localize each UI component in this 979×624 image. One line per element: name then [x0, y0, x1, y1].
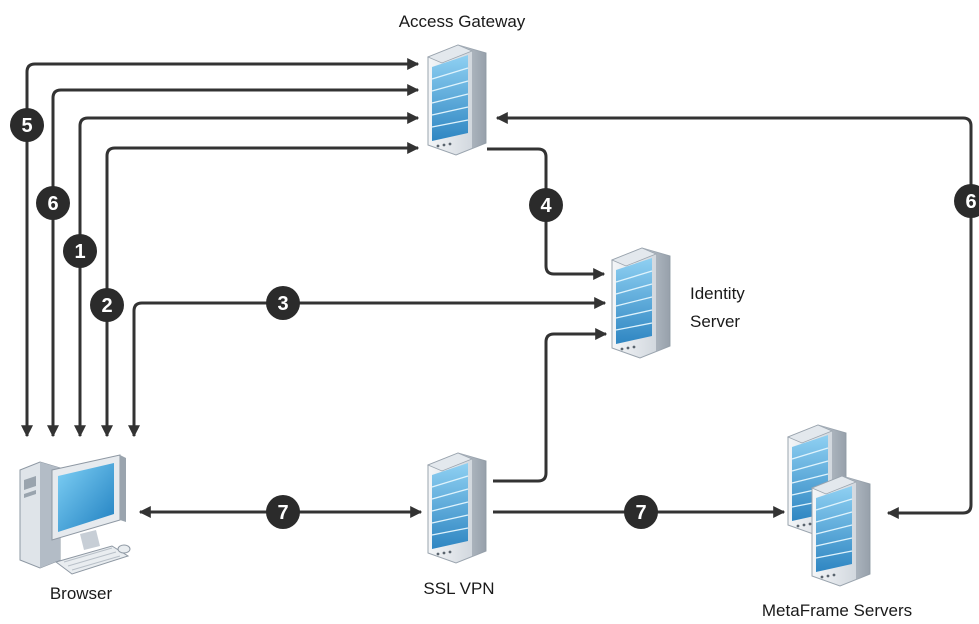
step-2-label: 2 — [101, 295, 112, 317]
flow-3-path — [128, 297, 607, 438]
step-6-right-badge: 6 — [954, 184, 979, 218]
ssl-vpn-server-icon — [427, 452, 487, 564]
metaframe-servers-icon — [787, 424, 871, 587]
step-4-badge: 4 — [529, 188, 563, 222]
step-7-right-label: 7 — [635, 502, 646, 524]
flow-6-right-path — [495, 112, 973, 519]
step-1-label: 1 — [74, 241, 85, 263]
flow-1-path — [74, 112, 420, 438]
step-7-right-badge: 7 — [624, 495, 658, 529]
step-1-badge: 1 — [63, 234, 97, 268]
metaframe-servers-label: MetaFrame Servers — [761, 601, 913, 620]
identity-server-label-line1: Identity — [690, 284, 745, 303]
ssl-vpn-label: SSL VPN — [423, 579, 495, 598]
identity-server-label-line2: Server — [690, 312, 741, 331]
step-6-right-label: 6 — [965, 191, 976, 213]
access-gateway-label: Access Gateway — [398, 12, 526, 31]
step-5-badge: 5 — [10, 108, 44, 142]
step-7-left-badge: 7 — [266, 495, 300, 529]
step-3-label: 3 — [277, 293, 288, 315]
step-7-left-label: 7 — [277, 502, 288, 524]
step-6-left-badge: 6 — [36, 186, 70, 220]
vpn-identity-path — [493, 328, 608, 483]
step-5-label: 5 — [21, 115, 32, 137]
flow-2-path — [101, 142, 420, 438]
flow-5-path — [21, 58, 420, 438]
step-2-badge: 2 — [90, 288, 124, 322]
access-gateway-server-icon — [427, 44, 487, 156]
identity-server-icon — [611, 247, 671, 359]
browser-workstation-icon — [19, 454, 131, 575]
step-4-label: 4 — [540, 195, 552, 217]
browser-label: Browser — [49, 584, 113, 603]
flow-6-left-path — [47, 84, 420, 438]
step-3-badge: 3 — [266, 286, 300, 320]
step-6-left-label: 6 — [47, 193, 58, 215]
